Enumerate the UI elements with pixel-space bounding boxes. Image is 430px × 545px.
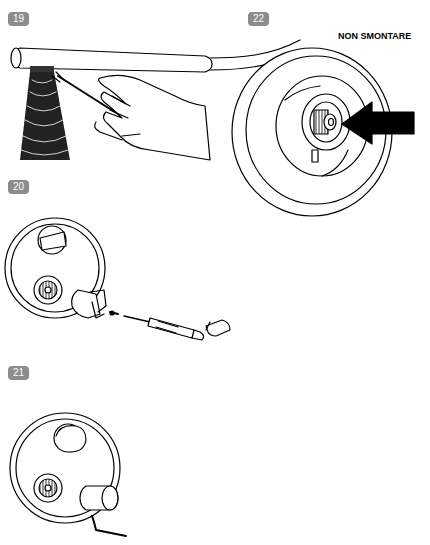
step-number: 19 xyxy=(13,13,24,24)
step-number: 22 xyxy=(253,13,264,24)
step-number: 21 xyxy=(13,367,24,378)
step-number: 20 xyxy=(13,181,24,192)
step-number-badge: 20 xyxy=(8,180,29,194)
warning-note: NON SMONTARE xyxy=(338,31,411,41)
step-number-badge: 21 xyxy=(8,366,29,380)
step-number-badge: 19 xyxy=(8,12,29,26)
step-number-badge: 22 xyxy=(248,12,269,26)
